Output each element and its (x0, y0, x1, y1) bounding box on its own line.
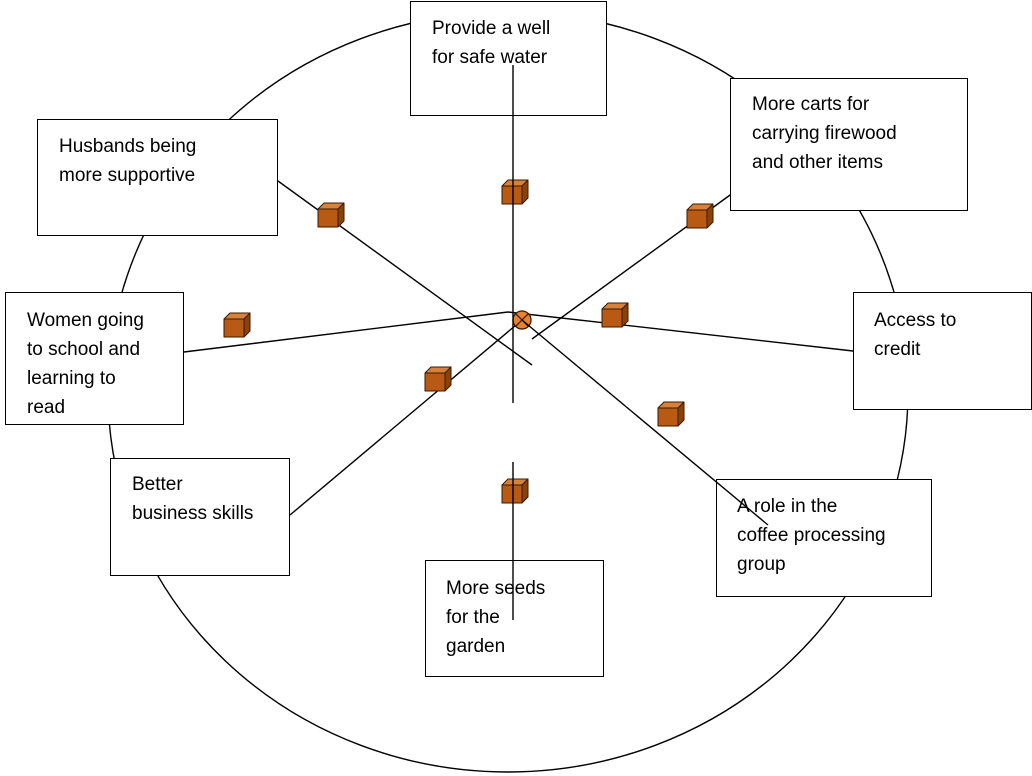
cube-icon (501, 478, 529, 504)
cube-icon (601, 302, 629, 328)
spoke-line-2 (507, 311, 854, 352)
box-coffee-label: A role in the coffee processing group (737, 496, 886, 575)
box-seeds: More seeds for the garden (425, 560, 604, 677)
box-seeds-label: More seeds for the garden (446, 578, 546, 657)
cube-icon (686, 203, 714, 229)
spoke-line-1 (183, 311, 509, 353)
cube-icon (317, 202, 345, 228)
cube-icon (424, 366, 452, 392)
cube-icon (501, 179, 529, 205)
box-school: Women going to school and learning to re… (5, 292, 184, 425)
box-well: Provide a well for safe water (410, 1, 607, 116)
box-husbands: Husbands being more supportive (37, 119, 278, 236)
box-business: Better business skills (110, 458, 290, 576)
box-carts: More carts for carrying firewood and oth… (730, 78, 968, 211)
cube-icon (657, 401, 685, 427)
crossed-circle-icon (512, 310, 532, 330)
cube-icon (223, 312, 251, 338)
box-well-label: Provide a well for safe water (432, 18, 551, 68)
box-coffee: A role in the coffee processing group (716, 479, 932, 597)
box-credit: Access to credit (853, 292, 1032, 410)
spoke-line-3 (289, 319, 523, 516)
box-credit-label: Access to credit (874, 310, 957, 360)
box-husbands-label: Husbands being more supportive (59, 136, 197, 186)
box-school-label: Women going to school and learning to re… (27, 310, 144, 418)
box-business-label: Better business skills (132, 474, 254, 524)
spoke-line-0 (277, 180, 533, 366)
spoke-line-4 (531, 181, 749, 340)
box-carts-label: More carts for carrying firewood and oth… (752, 94, 897, 173)
